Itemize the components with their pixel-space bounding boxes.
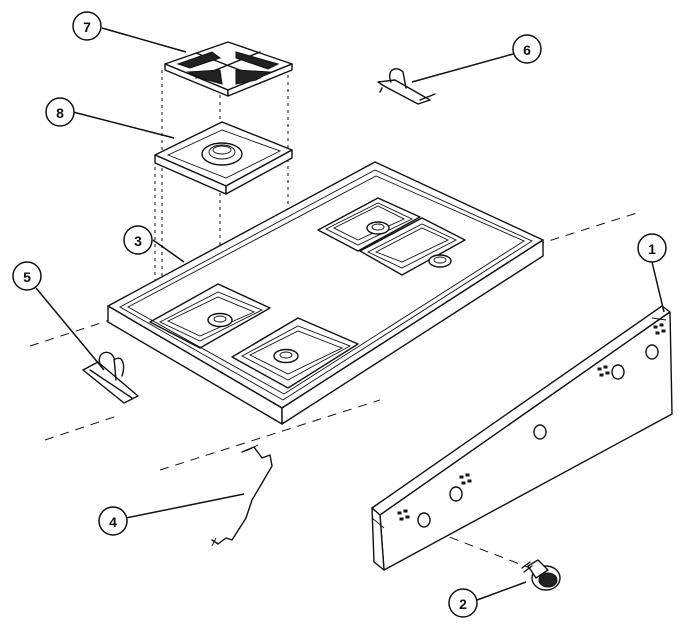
bracket-right — [377, 68, 436, 105]
callout-2: 2 — [448, 588, 478, 618]
callout-4: 4 — [98, 506, 128, 536]
callout-3-label: 3 — [134, 233, 142, 249]
cooktop-body — [107, 161, 544, 425]
wire-rod — [211, 444, 273, 547]
callout-5-label: 5 — [23, 269, 31, 285]
callout-8: 8 — [45, 97, 75, 127]
callout-1-label: 1 — [648, 241, 656, 257]
callout-3: 3 — [123, 225, 153, 255]
callout-6-label: 6 — [523, 42, 531, 58]
burner-grate — [164, 41, 293, 97]
bracket-left — [82, 351, 139, 404]
callout-2-label: 2 — [459, 596, 467, 612]
callout-7: 7 — [72, 11, 102, 41]
callout-6: 6 — [512, 34, 542, 64]
callout-1: 1 — [637, 233, 667, 263]
callout-8-label: 8 — [56, 105, 64, 121]
callout-4-label: 4 — [109, 514, 117, 530]
burner-pan — [154, 121, 293, 195]
control-panel — [371, 305, 673, 571]
leader-lines — [35, 27, 665, 601]
panel-markings — [397, 323, 666, 521]
callout-5: 5 — [12, 261, 42, 291]
control-knob — [521, 559, 561, 591]
callout-7-label: 7 — [83, 19, 91, 35]
